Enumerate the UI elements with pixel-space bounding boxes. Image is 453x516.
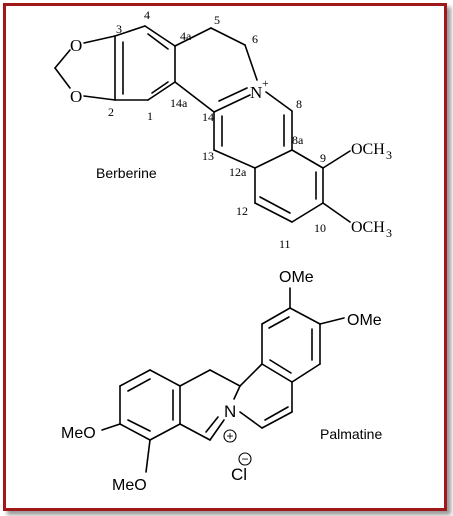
position-label: 12 [236,204,248,218]
palmatine-ome-right: OMe [347,312,382,329]
bond [254,149,293,169]
palmatine-plus-sign: + [226,429,233,443]
position-label: 9 [320,151,326,165]
bond [291,202,324,223]
bond [209,369,241,387]
bond [218,87,248,102]
position-label: 3 [116,22,122,36]
bond [261,411,293,429]
bond [205,416,219,433]
bond [151,81,169,94]
bond [254,202,293,223]
palmatine-ome-top: OMe [279,269,314,286]
position-label: 6 [252,32,258,46]
palmatine-structure [101,287,345,473]
bond [144,25,176,47]
bond [174,81,215,113]
palmatine-minus-charge: − [238,452,252,466]
bond [83,35,116,44]
bond [119,369,151,387]
berberine-atom-o2: O [70,87,82,106]
berberine-position-labels: 1 2 3 4 4a 5 6 8 8a 9 10 11 12 12a 13 14… [108,8,326,251]
bond [259,196,291,214]
bond [101,423,121,431]
bond [54,49,71,69]
berberine-och3-bottom-sub: 3 [386,226,392,240]
position-label: 1 [147,109,153,123]
palmatine-counter-ion: Cl [231,465,247,484]
bond [291,149,324,169]
berberine-structure [54,25,351,223]
bond [233,385,241,400]
bond [209,419,225,441]
position-label: 10 [314,221,326,235]
berberine-atom-o1: O [70,36,82,55]
palmatine-caption: Palmatine [320,426,382,442]
position-label: 14 [202,110,214,124]
bond [268,316,290,329]
position-label: 11 [279,237,291,251]
bond [83,95,116,101]
bond [264,406,289,421]
berberine-och3-top-sub: 3 [386,148,392,162]
bond [265,91,293,112]
bond [289,307,321,325]
bond [147,33,169,50]
position-label: 5 [214,13,220,27]
position-label: 4 [144,8,150,22]
palmatine-minus-sign: − [241,452,248,466]
bond [322,202,351,223]
bond [239,363,263,387]
bond [261,363,293,383]
bond [149,369,181,387]
bond [244,44,258,81]
palmatine-meo-left: MeO [61,425,96,442]
bond [114,25,146,37]
bond [54,67,71,89]
bond [179,423,211,441]
position-label: 12a [229,165,247,179]
berberine-atom-n: N [250,83,262,102]
bond [322,150,351,169]
bond [261,307,291,325]
figure-frame [3,3,447,511]
palmatine-atom-n: N [224,402,236,421]
bond [319,317,345,325]
palmatine-meo-bottom: MeO [112,477,147,494]
bond [213,149,256,169]
bond [119,423,151,441]
berberine-charge: + [262,76,269,90]
position-label: 14a [170,96,188,110]
berberine-caption: Berberine [96,165,157,181]
bond [213,94,251,113]
bond [147,81,176,101]
bond [291,363,321,383]
palmatine-plus-charge: + [223,429,237,443]
position-label: 8 [296,97,302,111]
berberine-och3-top: OCH [351,141,385,158]
bond [127,378,151,392]
bond [127,419,151,432]
bond [210,27,246,46]
position-label: 13 [202,149,214,163]
position-label: 8a [292,133,304,147]
bond [179,369,211,387]
position-label: 2 [108,105,114,119]
bond [174,27,212,47]
bond [149,423,181,441]
position-label: 4a [180,29,192,43]
berberine-och3-bottom: OCH [351,219,385,236]
bond [239,411,263,429]
bond [269,359,292,374]
bond [145,439,151,473]
